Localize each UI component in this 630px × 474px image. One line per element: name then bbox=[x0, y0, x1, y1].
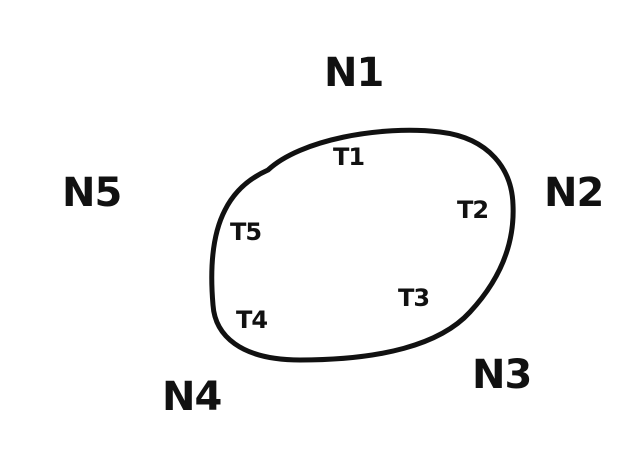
ring-label-t3: T3 bbox=[398, 284, 429, 312]
node-label-n4: N4 bbox=[162, 374, 221, 420]
node-label-n3: N3 bbox=[472, 352, 531, 398]
ring-label-t4: T4 bbox=[236, 306, 267, 334]
node-label-n5: N5 bbox=[62, 170, 121, 216]
ring-label-t1: T1 bbox=[333, 143, 364, 171]
node-label-n2: N2 bbox=[544, 170, 603, 216]
ring-label-t5: T5 bbox=[230, 218, 261, 246]
ring-label-t2: T2 bbox=[457, 196, 488, 224]
ring-outline bbox=[209, 127, 516, 363]
node-label-n1: N1 bbox=[324, 50, 383, 96]
